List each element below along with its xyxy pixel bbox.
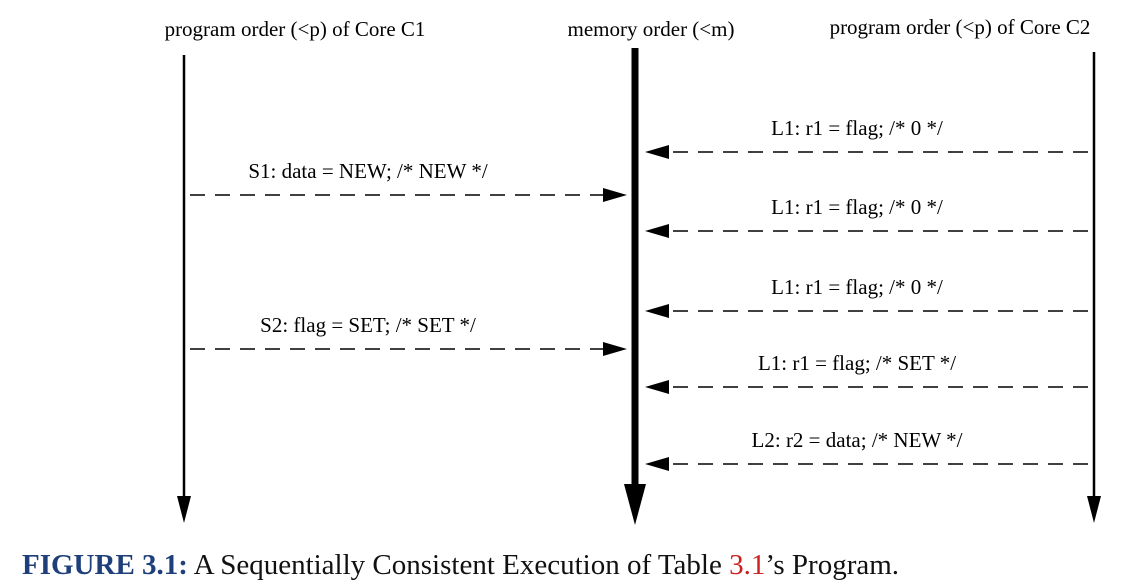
table-reference-link[interactable]: 3.1 <box>729 549 766 581</box>
operation-label: S1: data = NEW; /* NEW */ <box>248 159 487 183</box>
core1-timeline-arrowhead <box>177 496 191 523</box>
operation-label: L2: r2 = data; /* NEW */ <box>752 428 963 452</box>
memory-order-header: memory order (<m) <box>568 17 735 41</box>
memory-order-timeline-arrowhead <box>624 484 646 525</box>
figure-label: FIGURE 3.1: <box>22 549 188 581</box>
figure-caption: FIGURE 3.1: A Sequentially Consistent Ex… <box>22 551 899 580</box>
operation-arrowhead <box>645 304 669 318</box>
operation-label: L1: r1 = flag; /* 0 */ <box>771 116 943 140</box>
operation-arrowhead <box>603 188 627 202</box>
core1-header: program order (<p) of Core C1 <box>165 17 426 41</box>
caption-text-after: ’s Program. <box>765 549 900 581</box>
operation-label: L1: r1 = flag; /* 0 */ <box>771 195 943 219</box>
caption-text-before: A Sequentially Consistent Execution of T… <box>187 549 730 581</box>
operation-arrowhead <box>645 380 669 394</box>
operation-arrowhead <box>603 342 627 356</box>
operation-label: S2: flag = SET; /* SET */ <box>260 313 476 337</box>
core2-header: program order (<p) of Core C2 <box>830 15 1091 39</box>
operation-arrowhead <box>645 224 669 238</box>
operation-label: L1: r1 = flag; /* SET */ <box>758 351 956 375</box>
operation-arrowhead <box>645 145 669 159</box>
core2-timeline-arrowhead <box>1087 496 1101 523</box>
operation-label: L1: r1 = flag; /* 0 */ <box>771 275 943 299</box>
operation-arrowhead <box>645 457 669 471</box>
operations-group: L1: r1 = flag; /* 0 */ S1: data = NEW; /*… <box>190 116 1088 471</box>
